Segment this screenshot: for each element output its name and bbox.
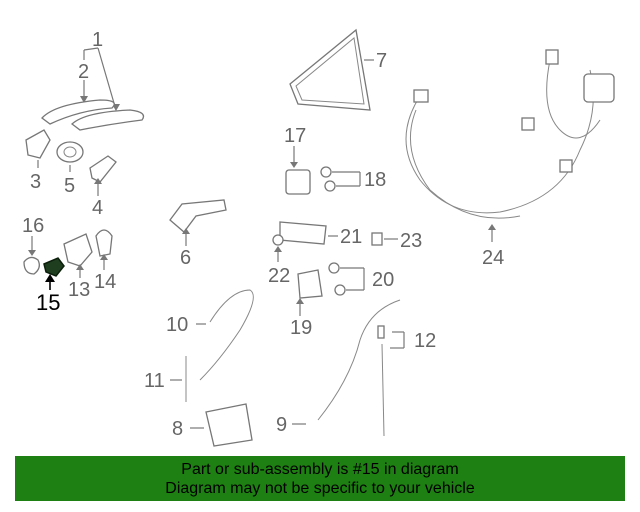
banner-line-2: Diagram may not be specific to your vehi… bbox=[165, 480, 475, 497]
callout-10: 10 bbox=[166, 314, 188, 336]
callout-14: 14 bbox=[94, 271, 116, 293]
callout-12: 12 bbox=[414, 330, 436, 352]
part-17 bbox=[285, 146, 311, 195]
callout-23: 23 bbox=[400, 230, 422, 252]
info-banner: Part or sub-assembly is #15 in diagram D… bbox=[15, 456, 625, 501]
part-12 bbox=[377, 325, 405, 437]
part-6 bbox=[169, 199, 227, 246]
callout-2: 2 bbox=[78, 61, 89, 83]
part-15-highlighted bbox=[43, 257, 65, 290]
part-18 bbox=[320, 166, 361, 192]
part-13 bbox=[63, 233, 93, 278]
part-10 bbox=[196, 289, 254, 381]
callout-3: 3 bbox=[30, 171, 41, 193]
part-group-handle bbox=[41, 47, 145, 131]
part-24 bbox=[405, 49, 615, 242]
callout-8: 8 bbox=[172, 418, 183, 440]
parts-diagram: 1 2 3 4 5 6 7 8 9 10 11 12 13 14 15 16 1… bbox=[22, 28, 615, 447]
callout-15-highlighted: 15 bbox=[36, 290, 60, 315]
part-19 bbox=[296, 269, 323, 316]
callout-9: 9 bbox=[276, 414, 287, 436]
callout-20: 20 bbox=[372, 269, 394, 291]
part-11 bbox=[170, 356, 187, 402]
part-21 bbox=[279, 221, 338, 245]
callout-1: 1 bbox=[92, 29, 103, 51]
callout-17: 17 bbox=[284, 125, 306, 147]
callout-18: 18 bbox=[364, 169, 386, 191]
callout-4: 4 bbox=[92, 197, 103, 219]
callout-16: 16 bbox=[22, 215, 44, 237]
banner-line-1: Part or sub-assembly is #15 in diagram bbox=[181, 461, 459, 478]
part-16 bbox=[23, 236, 40, 275]
part-14 bbox=[95, 229, 113, 270]
callout-22: 22 bbox=[268, 265, 290, 287]
part-23 bbox=[371, 232, 398, 246]
callout-19: 19 bbox=[290, 317, 312, 339]
part-7 bbox=[289, 28, 374, 111]
part-8 bbox=[190, 403, 253, 447]
callout-24: 24 bbox=[482, 247, 504, 269]
callout-6: 6 bbox=[180, 247, 191, 269]
part-9 bbox=[292, 299, 401, 425]
callout-7: 7 bbox=[376, 50, 387, 72]
part-5 bbox=[56, 141, 84, 172]
callout-11: 11 bbox=[144, 370, 165, 392]
part-20 bbox=[328, 262, 365, 296]
callout-5: 5 bbox=[64, 175, 75, 197]
part-22 bbox=[272, 234, 284, 262]
callout-13: 13 bbox=[68, 279, 90, 301]
callout-21: 21 bbox=[340, 226, 362, 248]
part-4 bbox=[89, 155, 117, 196]
part-3 bbox=[25, 129, 51, 168]
